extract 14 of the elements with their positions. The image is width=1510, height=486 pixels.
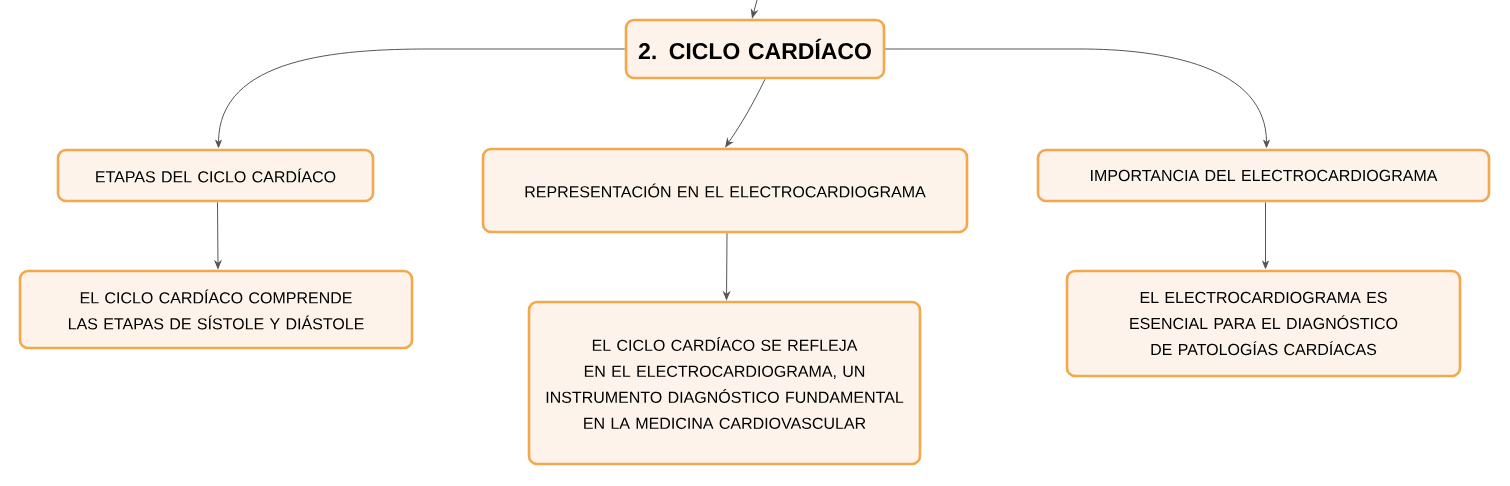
arrow <box>215 48 626 148</box>
concept-box: ETAPAS DEL CICLO CARDÍACO <box>56 148 375 203</box>
arrow <box>884 48 1270 148</box>
concept-box: REPRESENTACIÓN EN EL ELECTROCARDIOGRAMA <box>481 147 969 234</box>
concept-box: 2. CICLO CARDÍACO <box>624 18 886 80</box>
concept-box: EL ELECTROCARDIOGRAMA ES ESENCIAL PARA EL DIAGNÓSTICO DE PATOLOGÍAS CARDÍACAS <box>1065 269 1462 378</box>
arrow <box>725 78 766 148</box>
arrow <box>1262 201 1269 269</box>
concept-box: EL CICLO CARDÍACO SE REFLEJA EN EL ELECTROCARDIOGRAMA, UN INSTRUMENTO DIAGNÓSTICO FUNDAMENTAL EN LA MEDICINA CARDIOVASCULAR <box>527 300 922 466</box>
concept-box: IMPORTANCIA DEL ELECTROCARDIOGRAMA <box>1036 148 1491 203</box>
arrow <box>723 232 730 300</box>
arrow <box>214 201 222 269</box>
arrow <box>750 0 758 18</box>
concept-box: EL CICLO CARDÍACO COMPRENDE LAS ETAPAS DE SÍSTOLE Y DIÁSTOLE <box>18 269 414 350</box>
